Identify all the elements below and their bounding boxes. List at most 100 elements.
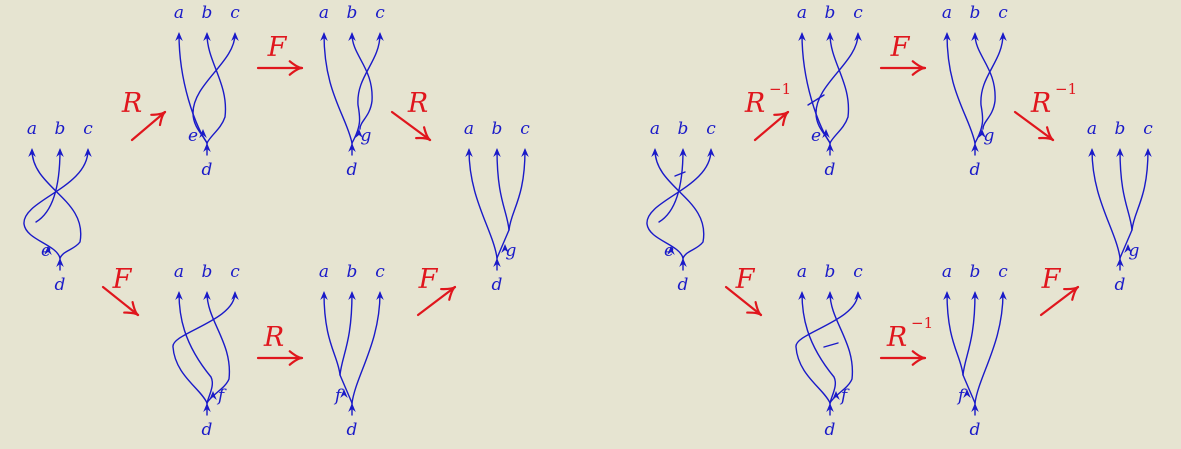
move-arrow: R−1 [744,80,791,142]
arrowhead-icon [679,258,687,267]
move-arrowhead-icon [911,350,927,366]
arrowhead-icon [56,258,64,267]
arrowhead-icon [493,258,501,267]
arrowhead-icon [1116,258,1124,267]
strand-a [468,149,498,259]
strand-b [1119,149,1133,231]
move-arrow: F [1039,264,1080,317]
move-arrowhead-icon [288,60,304,76]
strand-c [974,33,1004,144]
strand-c [1119,149,1149,259]
label-d: d [678,275,689,295]
label-c: c [375,262,385,282]
vertex-label-g: g [361,126,372,146]
move-label-R: R [886,322,907,353]
internal-arrowhead-icon [963,389,971,398]
label-c: c [83,119,93,139]
label-c: c [998,262,1008,282]
vertex-label-g: g [506,241,517,261]
move-arrowhead-icon [773,110,790,127]
strand-c [23,149,89,259]
label-d: d [347,420,358,440]
strand-a [801,292,837,404]
move-arrow: R−1 [1013,80,1077,142]
internal-arrowhead-icon [667,246,675,255]
label-a: a [319,3,329,23]
inverse-exponent: −1 [1055,80,1077,98]
strand-a [946,33,976,144]
label-b: b [492,119,503,139]
move-arrow-line [130,110,167,142]
label-d: d [202,420,213,440]
strand-b [658,149,684,223]
arrowhead-icon [348,403,356,412]
move-arrowhead-icon [1038,126,1055,142]
move-label-F: F [1041,264,1062,295]
label-b: b [678,119,689,139]
label-b: b [825,3,836,23]
internal-arrowhead-icon [355,129,363,138]
label-b: b [1115,119,1126,139]
vertex-label-g: g [1129,241,1140,261]
label-c: c [230,3,240,23]
vertex-label-f: f [839,386,850,406]
vertex-label-e: e [811,126,821,146]
label-a: a [1087,119,1097,139]
internal-arrowhead-icon [501,244,509,253]
label-a: a [464,119,474,139]
move-arrow-line [390,110,432,142]
label-c: c [230,262,240,282]
vertex-label-e: e [664,241,674,261]
move-arrow: F [101,264,140,317]
strand-c [815,33,859,144]
label-c: c [1143,119,1153,139]
strand-c [172,292,236,404]
vertex-label-f: f [956,386,967,406]
label-c: c [998,3,1008,23]
strand-c [351,292,381,404]
arrowhead-icon [826,403,834,412]
label-a: a [797,262,807,282]
move-arrowhead-icon [415,126,432,142]
move-arrow: F [256,32,304,76]
label-b: b [347,3,358,23]
strand-b [496,149,510,231]
arrowhead-icon [203,143,211,152]
label-a: a [650,119,660,139]
label-c: c [520,119,530,139]
label-d: d [202,160,213,180]
vertex-label-f: f [216,386,227,406]
move-arrowhead-icon [440,285,457,301]
move-arrowhead-icon [150,110,167,127]
strand-c [974,292,1004,404]
strand-b [351,33,373,130]
strand-b [206,33,227,144]
strand-a [946,292,976,404]
internal-arrowhead-icon [340,389,348,398]
label-d: d [347,160,358,180]
vertex-label-g: g [984,126,995,146]
label-a: a [942,3,952,23]
strand-a [31,149,82,259]
strand-c [646,149,712,259]
move-arrow: R [256,322,304,366]
move-arrow: F [879,32,927,76]
strand-a [323,33,353,144]
crossing-gap [807,94,825,106]
strand-c [795,292,859,404]
strand-a [1091,149,1121,259]
arrowhead-icon [826,143,834,152]
label-a: a [797,3,807,23]
strand-b [339,292,353,376]
strand-b [829,33,850,144]
